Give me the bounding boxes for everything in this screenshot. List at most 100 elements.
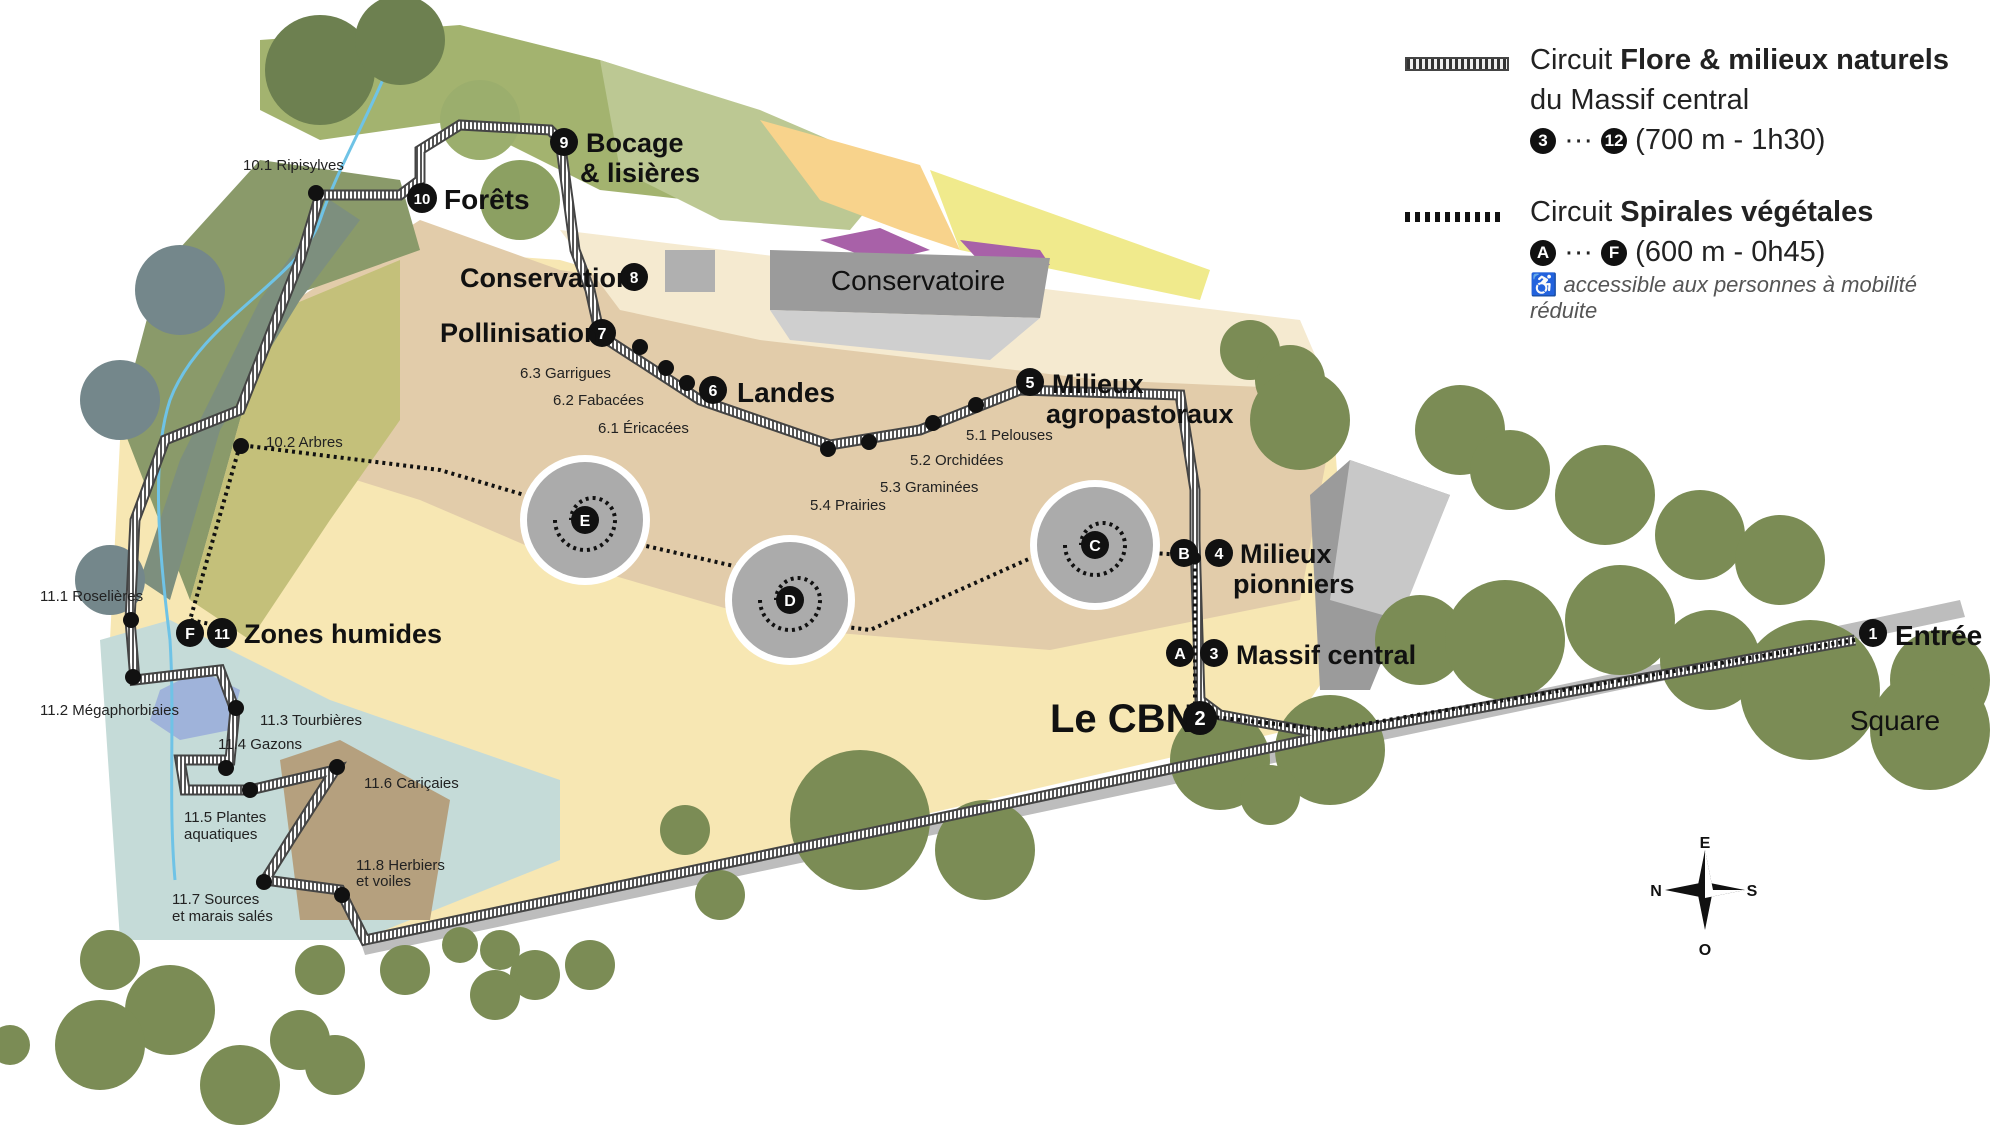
cbn-building-light (1330, 460, 1450, 620)
flore-line2: du Massif central (1530, 84, 1750, 116)
tree (55, 1000, 145, 1090)
tree (1565, 565, 1675, 675)
accessible-text: accessible aux personnes à mobilité rédu… (1530, 272, 1917, 323)
spirales-range-start: A (1530, 240, 1556, 267)
station-1: 1 Entrée (1859, 619, 1982, 651)
svg-text:9: 9 (560, 135, 569, 152)
spirales-prefix: Circuit (1530, 196, 1613, 228)
label-5-3: 5.3 Graminées (880, 479, 978, 496)
station-9: 9 Bocage & lisières (550, 128, 700, 188)
tree (135, 245, 225, 335)
svg-text:B: B (1178, 546, 1190, 563)
tree (1740, 620, 1880, 760)
sub-point-markers (123, 185, 1201, 903)
station-11-label: Zones humides (244, 619, 442, 649)
flore-circuit-path (124, 119, 1856, 947)
flore-prefix: Circuit (1530, 44, 1613, 76)
station-3: A 3 Massif central (1166, 639, 1416, 670)
tree (1470, 430, 1550, 510)
station-9-label-1: Bocage (586, 128, 684, 158)
flore-range-end: 12 (1601, 128, 1628, 155)
tree (440, 80, 520, 160)
svg-text:10: 10 (414, 191, 431, 208)
label-5-1: 5.1 Pelouses (966, 427, 1053, 444)
tree (305, 1035, 365, 1095)
compass-o: O (1699, 942, 1711, 959)
svg-text:A: A (1174, 646, 1186, 663)
svg-text:3: 3 (1210, 646, 1219, 663)
label-5-4: 5.4 Prairies (810, 497, 886, 514)
tree (1240, 765, 1300, 825)
svg-text:5: 5 (1026, 375, 1035, 392)
svg-text:2: 2 (1194, 708, 1205, 730)
square-label: Square (1850, 705, 1940, 736)
terrain-zones (100, 9, 1350, 940)
station-8-label: Conservation (460, 263, 633, 293)
legend-spirales: Circuit Spirales végétales A ··· F (600 … (1405, 192, 1985, 324)
label-6-3: 6.3 Garrigues (520, 365, 611, 382)
grey-slope (140, 200, 360, 600)
label-11-3: 11.3 Tourbières (260, 712, 362, 729)
station-4: B 4 Milieux pionniers (1170, 539, 1355, 599)
spiral-e-label: E (580, 513, 591, 530)
tree (355, 0, 445, 85)
spiral-c-label: C (1089, 538, 1101, 555)
station-1-label: Entrée (1895, 620, 1982, 651)
spirales-range-end: F (1601, 240, 1628, 267)
tree (295, 945, 345, 995)
svg-text:F: F (185, 626, 195, 643)
svg-text:4: 4 (1215, 546, 1224, 563)
station-4-label-1: Milieux (1240, 539, 1332, 569)
tree (1250, 370, 1350, 470)
label-11-7b: et marais salés (172, 908, 273, 925)
conservatoire-building (770, 250, 1050, 318)
tree (510, 950, 560, 1000)
tree (1870, 670, 1990, 790)
label-11-5b: aquatiques (184, 826, 257, 843)
label-10-1: 10.1 Ripisylves (243, 157, 344, 174)
tree (790, 750, 930, 890)
wheelchair-icon: ♿ (1530, 272, 1558, 297)
label-11-8a: 11.8 Herbiers (356, 857, 445, 874)
svg-text:1: 1 (1869, 626, 1878, 643)
tree (660, 805, 710, 855)
small-building (665, 250, 715, 292)
compass-s: S (1747, 883, 1758, 900)
station-10: 10 Forêts (407, 183, 530, 215)
tree (80, 360, 160, 440)
tree (480, 160, 560, 240)
tree (1555, 445, 1655, 545)
label-11-1: 11.1 Roselières (40, 588, 143, 605)
tree (470, 970, 520, 1020)
conservatoire-annex (770, 310, 1040, 360)
tree (1275, 695, 1385, 805)
tree (80, 930, 140, 990)
compass-e: E (1700, 835, 1711, 852)
station-7: 7 Pollinisation (440, 318, 616, 348)
orange-field (760, 120, 960, 250)
station-4-label-2: pionniers (1233, 569, 1355, 599)
spiral-d-label: D (784, 593, 796, 610)
label-6-1: 6.1 Éricacées (598, 420, 689, 437)
spirales-line-swatch (1405, 212, 1505, 222)
compass-n: N (1650, 883, 1662, 900)
tree (442, 927, 478, 963)
station-9-label-2: & lisières (580, 158, 700, 188)
spirales-title: Spirales végétales (1620, 196, 1874, 228)
flore-line-swatch (1405, 57, 1509, 71)
legend-flore: Circuit Flore & milieux naturels du Mass… (1405, 40, 1985, 160)
tree (125, 965, 215, 1055)
station-5: 5 Milieux agropastoraux (1016, 368, 1234, 429)
spirales-info: (600 m - 0h45) (1635, 236, 1826, 268)
station-11: F 11 Zones humides (176, 618, 442, 649)
tree (1445, 580, 1565, 700)
tree (380, 945, 430, 995)
label-6-2: 6.2 Fabacées (553, 392, 644, 409)
compass-rose: E O N S (1650, 835, 1757, 959)
tree (695, 870, 745, 920)
label-10-2: 10.2 Arbres (266, 434, 343, 451)
label-11-7a: 11.7 Sources (172, 891, 259, 908)
tree (200, 1045, 280, 1125)
station-5-label-1: Milieux (1052, 369, 1144, 399)
